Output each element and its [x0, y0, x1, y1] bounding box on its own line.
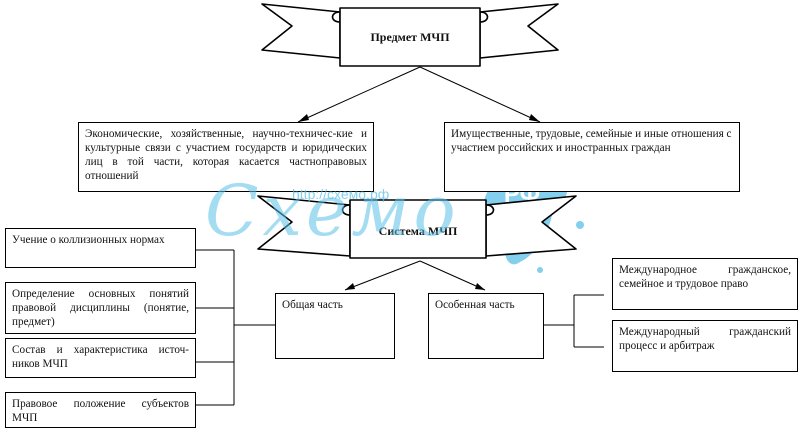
special-part-box: Особенная часть: [428, 293, 544, 359]
general-item-sources: Состав и характеристика источ-ников МЧП: [5, 338, 196, 378]
arrowheads: [298, 114, 540, 290]
arrow-to-right-subject: [419, 66, 541, 123]
middle-banner-scroll: [257, 195, 577, 259]
middle-banner-left-tail: [257, 195, 351, 257]
top-banner-left-tail: [261, 3, 341, 59]
general-part-box: Общая часть: [275, 293, 395, 359]
top-banner-right-tail: [479, 3, 559, 59]
special-item-civil-process-arbitration: Международный гражданский процесс и арби…: [612, 320, 798, 372]
top-banner-left-fold: [331, 11, 341, 23]
arrowhead-special: [475, 283, 485, 290]
subject-right-box: Имущественные, трудовые, семейные и иные…: [444, 122, 740, 192]
top-banner-right-fold: [479, 11, 489, 23]
middle-banner-left-fold: [341, 204, 351, 216]
top-banner-scroll: [261, 3, 559, 67]
arrow-to-left-subject: [297, 66, 421, 123]
general-item-collision-norms: Учение о коллизионных нормах: [5, 228, 196, 268]
arrowhead-general: [345, 283, 355, 290]
middle-banner-body: [349, 199, 487, 259]
general-item-subjects-status: Правовое положение субъектов МЧП: [5, 392, 196, 428]
top-banner-title: Предмет МЧП: [370, 30, 450, 44]
special-item-civil-family-labor-law: Международное гражданское, семейное и тр…: [612, 258, 798, 310]
subject-left-box: Экономические, хозяйственные, научно-тех…: [78, 122, 374, 192]
middle-banner-right-fold: [485, 204, 495, 216]
special-bracket: [544, 294, 604, 348]
arrowhead-right-subject: [529, 114, 540, 122]
arrow-to-general: [344, 260, 421, 291]
top-arrows: [297, 66, 541, 291]
general-item-basic-concepts: Определение основных понятий правовой ди…: [5, 282, 196, 334]
top-banner-body: [339, 7, 481, 67]
middle-banner-title: Система МЧП: [378, 224, 458, 238]
arrow-to-special: [419, 260, 486, 291]
arrowhead-left-subject: [298, 114, 309, 122]
middle-banner-right-tail: [485, 195, 577, 257]
general-bracket: [196, 249, 275, 406]
